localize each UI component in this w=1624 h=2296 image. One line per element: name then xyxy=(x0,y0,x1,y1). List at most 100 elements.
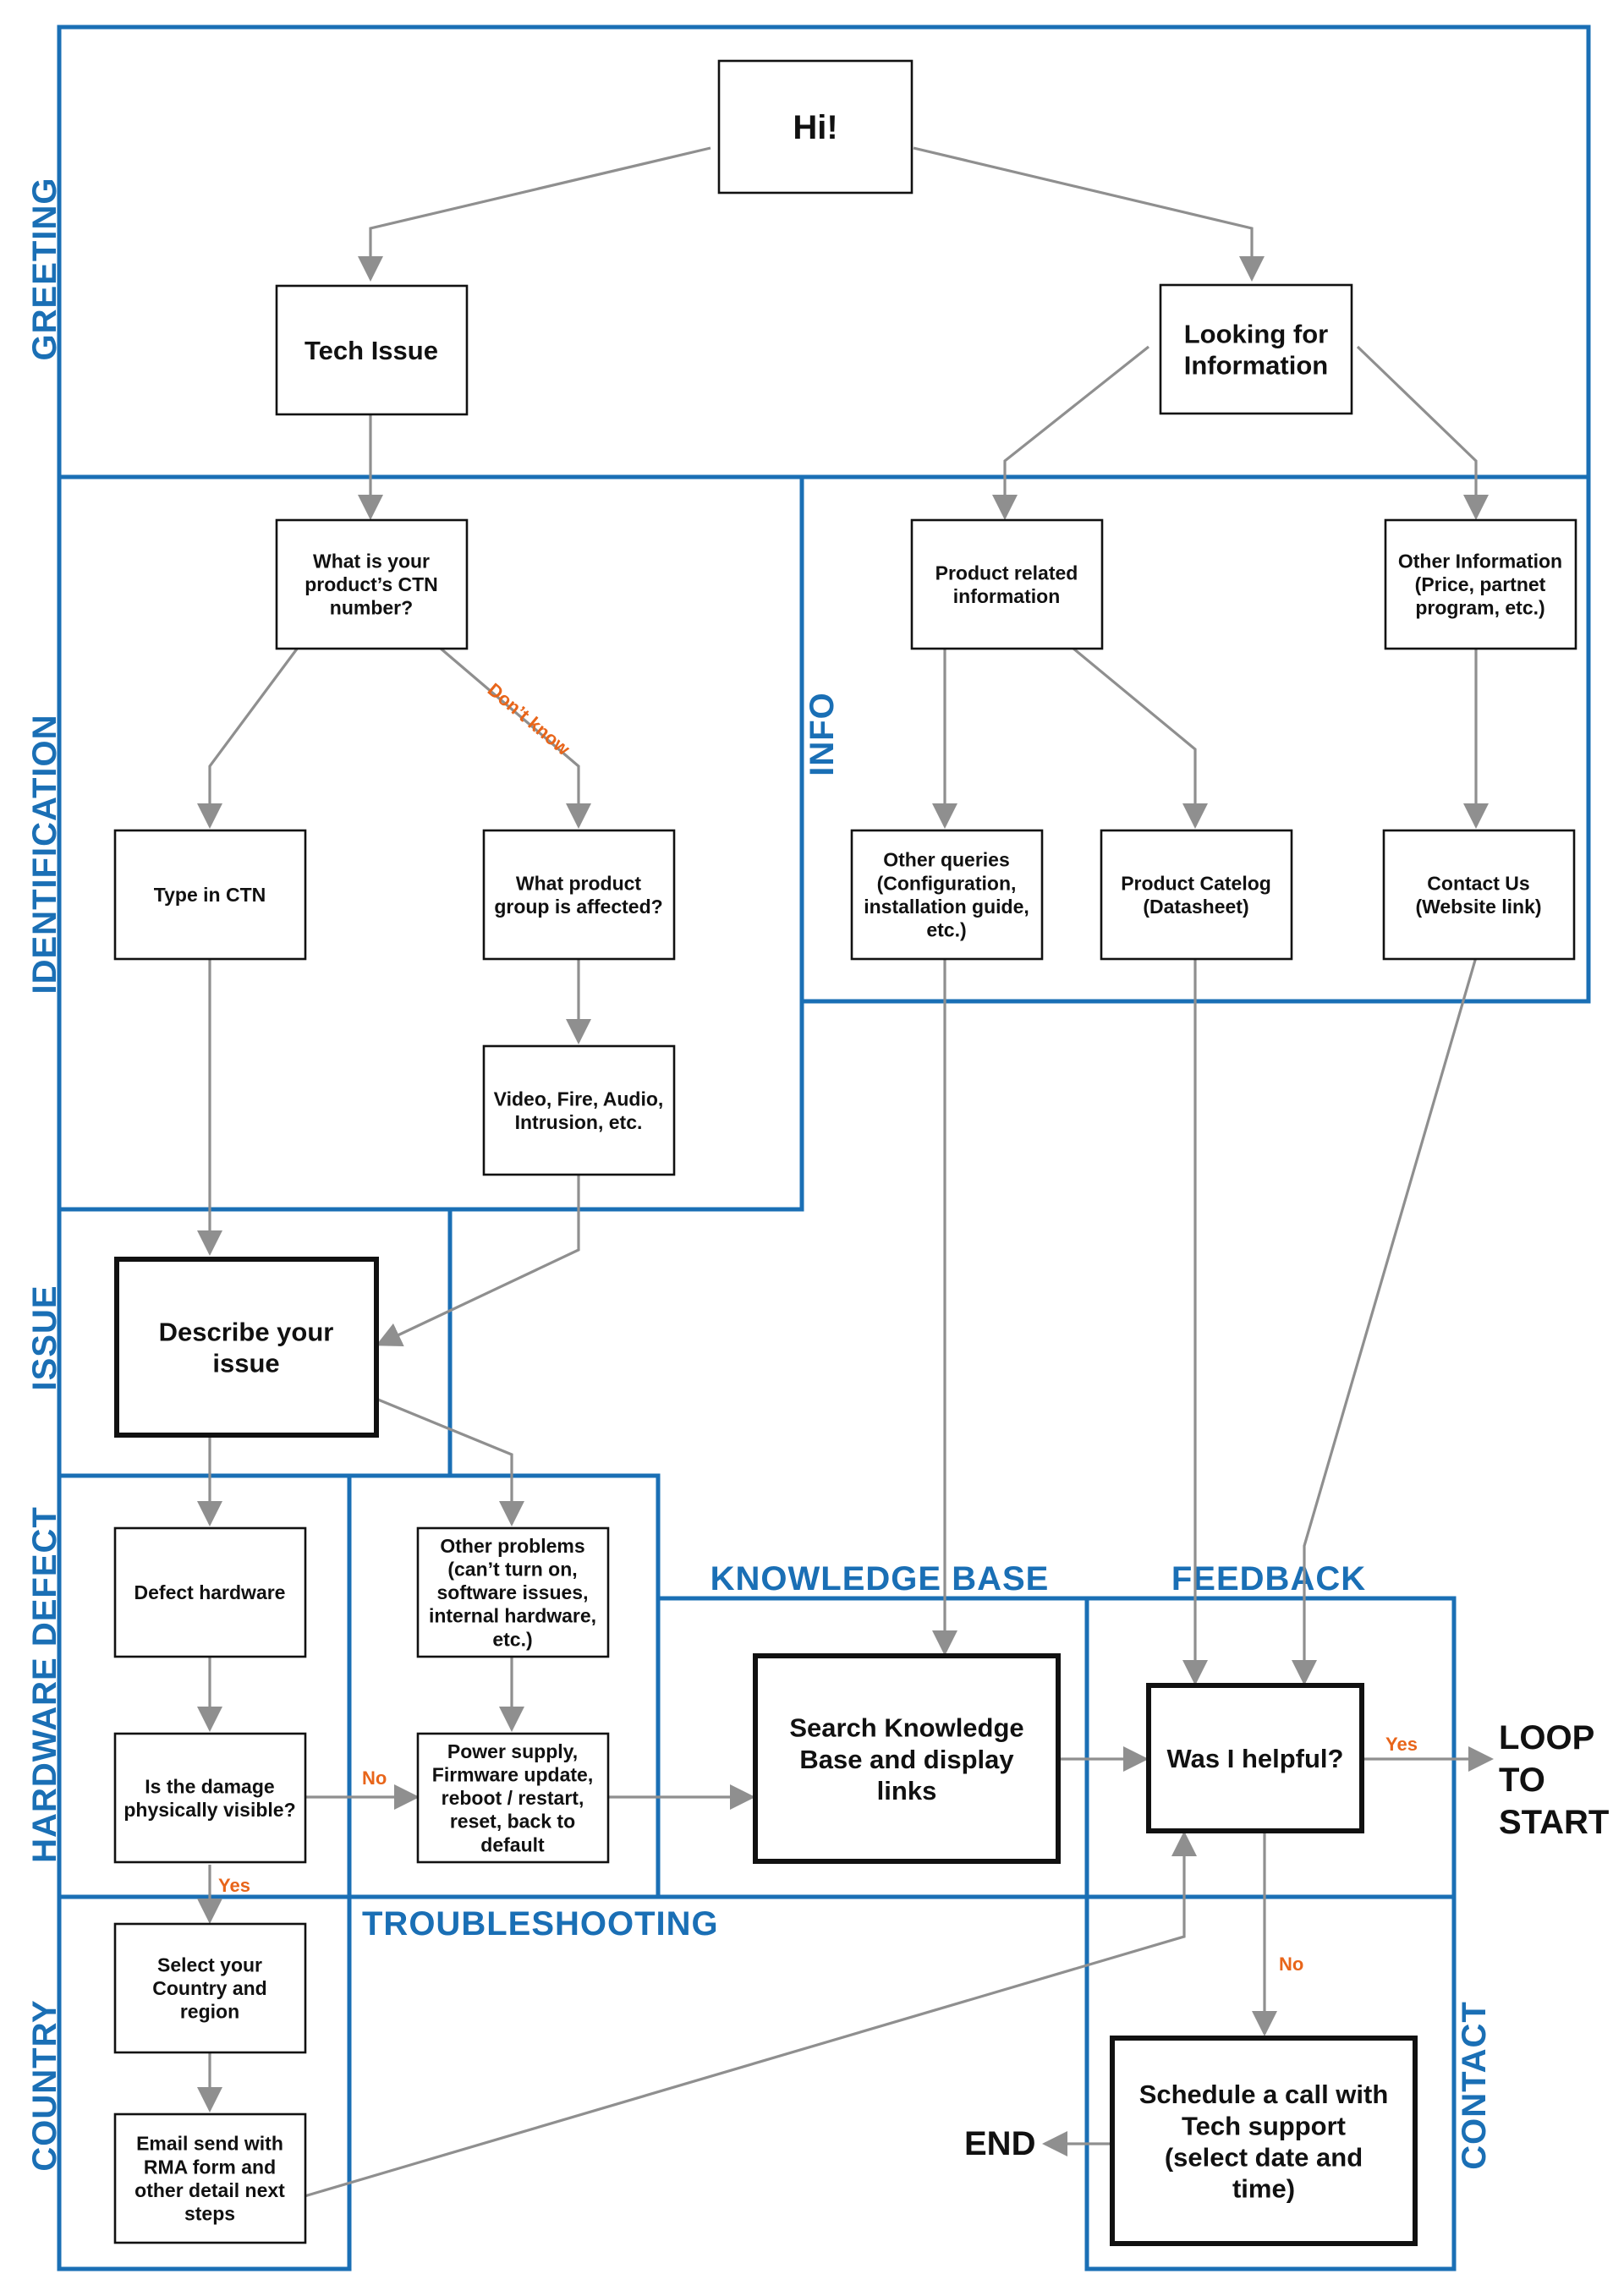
edge-looking-info-to-other-info xyxy=(1356,345,1489,520)
node-text-line: reset, back to xyxy=(450,1811,575,1833)
node-text-line: region xyxy=(180,2001,239,2023)
node-text-line: information xyxy=(953,585,1061,607)
node-text-line: Looking for xyxy=(1184,319,1328,348)
node-text-line: Base and display xyxy=(799,1745,1014,1774)
node-text-line: Is the damage xyxy=(145,1775,274,1797)
node-power-supply: Power supply,Firmware update,reboot / re… xyxy=(416,1732,610,1864)
node-text-line: Was I helpful? xyxy=(1167,1744,1344,1773)
node-text-line: time) xyxy=(1232,2174,1295,2204)
section-label-contact: CONTACT xyxy=(1456,2001,1493,2170)
edge-ctn-to-type-ctn xyxy=(197,647,299,829)
section-label-info: INFO xyxy=(804,692,841,776)
node-text-line: links xyxy=(877,1776,937,1806)
node-text-line: Search Knowledge xyxy=(789,1713,1023,1743)
node-text-line: (select date and xyxy=(1165,2142,1363,2172)
section-label-greeting: GREETING xyxy=(26,178,63,361)
terminals: LOOP TO START END xyxy=(964,1719,1609,2162)
node-was-helpful-text: Was I helpful? xyxy=(1167,1744,1344,1773)
node-text-line: (Datasheet) xyxy=(1143,896,1248,918)
node-text-line: Intrusion, etc. xyxy=(515,1111,643,1133)
node-text-line: Describe your xyxy=(159,1317,334,1346)
node-defect-hardware: Defect hardware xyxy=(113,1526,307,1658)
node-text-line: Schedule a call with xyxy=(1139,2080,1389,2109)
node-contact-us: Contact Us(Website link) xyxy=(1382,829,1576,961)
node-video-fire: Video, Fire, Audio,Intrusion, etc. xyxy=(482,1044,676,1176)
node-text-line: Other Information xyxy=(1398,550,1562,572)
edge-label-yes-damage: Yes xyxy=(218,1875,250,1896)
section-label-troubleshooting: TROUBLESHOOTING xyxy=(362,1905,719,1943)
node-hi-text: Hi! xyxy=(793,109,837,146)
node-text-line: Video, Fire, Audio, xyxy=(494,1088,664,1110)
section-label-hardware-defect: HARDWARE DEFECT xyxy=(26,1506,63,1863)
node-defect-hardware-text: Defect hardware xyxy=(134,1581,286,1603)
node-text-line: RMA form and xyxy=(144,2156,276,2178)
edge-ctn-to-product-group xyxy=(438,646,591,829)
node-text-line: physically visible? xyxy=(123,1799,295,1821)
edge-hi-to-looking-info xyxy=(913,146,1265,282)
node-type-ctn: Type in CTN xyxy=(113,829,307,961)
node-text-line: Select your xyxy=(157,1954,262,1975)
node-text-line: other detail next xyxy=(134,2179,285,2201)
edge-email-rma-to-was-helpful xyxy=(304,1831,1197,2198)
country-region xyxy=(57,1894,352,2271)
node-other-problems: Other problems(can’t turn on,software is… xyxy=(416,1526,610,1658)
node-text-line: Information xyxy=(1184,350,1329,380)
section-label-country: COUNTRY xyxy=(26,1999,63,2171)
node-text-line: (Price, partnet xyxy=(1415,573,1546,595)
node-text-line: Contact Us xyxy=(1427,872,1529,894)
section-labels: GREETING IDENTIFICATION INFO ISSUE HARDW… xyxy=(26,178,1493,2172)
node-text-line: Other problems xyxy=(440,1535,584,1557)
node-tech-issue-text: Tech Issue xyxy=(304,336,438,365)
edge-contact-us-to-was-helpful xyxy=(1292,956,1478,1685)
edge-label-no-helpful: No xyxy=(1279,1954,1303,1975)
node-text-line: group is affected? xyxy=(494,896,662,918)
node-text-line: What is your xyxy=(313,550,430,572)
node-text-line: Email send with xyxy=(136,2133,283,2155)
section-label-feedback: FEEDBACK xyxy=(1171,1560,1366,1597)
node-text-line: Country and xyxy=(152,1977,266,1999)
edge-label-yes-helpful: Yes xyxy=(1385,1734,1418,1755)
edge-label-dont-know: Don’t know xyxy=(484,679,575,760)
node-text-line: Defect hardware xyxy=(134,1581,286,1603)
node-text-line: (Website link) xyxy=(1415,896,1541,918)
node-text-line: reboot / restart, xyxy=(442,1787,584,1809)
node-text-line: etc.) xyxy=(492,1628,532,1650)
node-other-queries: Other queries(Configuration,installation… xyxy=(850,829,1044,961)
node-text-line: Tech Issue xyxy=(304,336,438,365)
node-text-line: number? xyxy=(330,597,413,619)
edge-product-related-to-catalog xyxy=(1071,646,1208,829)
terminal-loop-line-3: START xyxy=(1499,1804,1609,1841)
node-text-line: default xyxy=(480,1833,545,1855)
section-label-issue: ISSUE xyxy=(26,1285,63,1390)
edge-looking-info-to-product-related xyxy=(992,345,1149,520)
connectors xyxy=(197,146,1494,2198)
node-text-line: software issues, xyxy=(437,1581,589,1603)
node-other-queries-text: Other queries(Configuration,installation… xyxy=(864,849,1029,941)
node-product-catalog-text: Product Catelog(Datasheet) xyxy=(1121,872,1271,918)
edge-label-no-damage: No xyxy=(362,1767,387,1789)
node-hi: Hi! xyxy=(717,59,914,195)
node-text-line: Product Catelog xyxy=(1121,872,1271,894)
node-text-line: (can’t turn on, xyxy=(447,1558,577,1580)
contact-region xyxy=(1084,1894,1457,2271)
node-text-line: etc.) xyxy=(926,918,966,940)
node-text-line: Product related xyxy=(935,562,1078,584)
